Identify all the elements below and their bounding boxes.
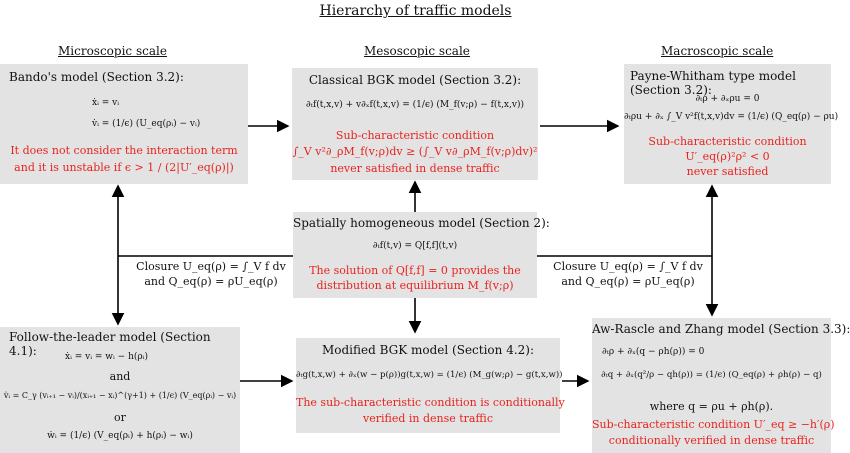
pw-eq1: ∂ₜρ + ∂ₓρu = 0 <box>695 94 760 104</box>
mbgk-note2: verified in dense traffic <box>362 412 493 425</box>
bando-title: Bando's model (Section 3.2): <box>9 70 184 84</box>
closure-left-line1: Closure U_eq(ρ) = ∫_V f dv <box>136 260 286 273</box>
ftl-eq1: ẋᵢ = vᵢ = wᵢ − h(ρᵢ) <box>65 352 149 362</box>
connector-arrows <box>111 119 719 388</box>
sh-title: Spatially homogeneous model (Section 2): <box>293 216 550 230</box>
bgk-eq: ∂ₜf(t,x,v) + v∂ₓf(t,x,v) = (1/ϵ) (M_f(v;… <box>306 100 524 110</box>
pw-note3: never satisfied <box>686 165 769 178</box>
pw-box: Payne-Whitham type model (Section 3.2): … <box>624 64 839 184</box>
page-title: Hierarchy of traffic models <box>319 3 512 19</box>
scale-micro: Microscopic scale <box>58 44 167 58</box>
sh-box: Spatially homogeneous model (Section 2):… <box>293 212 550 298</box>
pw-note2: U′_eq(ρ)²ρ² < 0 <box>685 150 770 163</box>
arz-eq2: ∂ₜq + ∂ₓ(q²/ρ − qh(ρ)) = (1/ϵ) (Q_eq(ρ) … <box>601 370 822 380</box>
bando-eq2: v̇ᵢ = (1/ϵ) (U_eq(ρᵢ) − vᵢ) <box>92 119 201 129</box>
closure-right-line2: and Q_eq(ρ) = ρU_eq(ρ) <box>561 275 695 288</box>
pw-note1: Sub-characteristic condition <box>648 135 807 148</box>
sh-note1: The solution of Q[f,f] = 0 provides the <box>309 264 521 277</box>
bando-eq1: ẋᵢ = vᵢ <box>92 98 120 108</box>
sh-eq: ∂ₜf(t,v) = Q[f,f](t,v) <box>372 241 458 251</box>
arz-box: Aw-Rascle and Zhang model (Section 3.3):… <box>592 318 850 453</box>
ftl-or: or <box>114 411 126 424</box>
closure-right: Closure U_eq(ρ) = ∫_V f dv and Q_eq(ρ) =… <box>553 260 703 288</box>
mbgk-box: Modified BGK model (Section 4.2): ∂ₜg(t,… <box>296 338 565 433</box>
mbgk-note1: The sub-characteristic condition is cond… <box>296 396 565 409</box>
mbgk-title: Modified BGK model (Section 4.2): <box>321 343 535 357</box>
mbgk-eq: ∂ₜg(t,x,w) + ∂ₓ(w − p(ρ))g(t,x,w) = (1/ϵ… <box>296 370 563 380</box>
closure-left: Closure U_eq(ρ) = ∫_V f dv and Q_eq(ρ) =… <box>136 260 286 288</box>
bando-note2: and it is unstable if ϵ > 1 / (2|U′_eq(ρ… <box>14 161 234 174</box>
bgk-note1: Sub-characteristic condition <box>335 129 495 142</box>
ftl-title: Follow-the-leader model (Section 4.1): <box>9 330 211 358</box>
arz-note1: Sub-characteristic condition U′_eq ≥ −h′… <box>592 418 835 431</box>
arz-where: where q = ρu + ρh(ρ). <box>649 400 774 413</box>
arz-note2: conditionally verified in dense traffic <box>608 434 815 447</box>
closure-left-line2: and Q_eq(ρ) = ρU_eq(ρ) <box>144 275 278 288</box>
bgk-title: Classical BGK model (Section 3.2): <box>308 73 522 87</box>
bgk-note3: never satisfied in dense traffic <box>330 162 500 175</box>
bgk-note2: ∫_V v²∂_ρM_f(v;ρ)dv ≥ (∫_V v∂_ρM_f(v;ρ)d… <box>292 145 538 158</box>
bando-note1: It does not consider the interaction ter… <box>10 144 238 157</box>
ftl-eq3: ẇᵢ = (1/ϵ) (V_eq(ρᵢ) + h(ρᵢ) − wᵢ) <box>47 431 193 441</box>
bando-box: Bando's model (Section 3.2): ẋᵢ = vᵢ v̇ᵢ… <box>0 64 248 184</box>
arz-eq1: ∂ₜρ + ∂ₓ(q − ρh(ρ)) = 0 <box>602 347 705 357</box>
pw-eq2: ∂ₜρu + ∂ₓ ∫_V v²f(t,x,v)dv = (1/ϵ) (Q_eq… <box>624 112 839 122</box>
sh-note2: distribution at equilibrium M_f(v;ρ) <box>316 279 514 292</box>
arz-title: Aw-Rascle and Zhang model (Section 3.3): <box>592 322 850 336</box>
bgk-box: Classical BGK model (Section 3.2): ∂ₜf(t… <box>292 68 538 180</box>
scale-meso: Mesoscopic scale <box>364 44 470 58</box>
ftl-and: and <box>109 370 131 383</box>
closure-right-line1: Closure U_eq(ρ) = ∫_V f dv <box>553 260 703 273</box>
ftl-eq2: v̇ᵢ = C_γ (vᵢ₊₁ − vᵢ)/(xᵢ₊₁ − xᵢ)^(γ+1) … <box>3 391 237 400</box>
pw-title: Payne-Whitham type model (Section 3.2): <box>630 69 796 97</box>
scale-macro: Macroscopic scale <box>661 44 774 58</box>
ftl-box: Follow-the-leader model (Section 4.1): ẋ… <box>0 327 240 453</box>
